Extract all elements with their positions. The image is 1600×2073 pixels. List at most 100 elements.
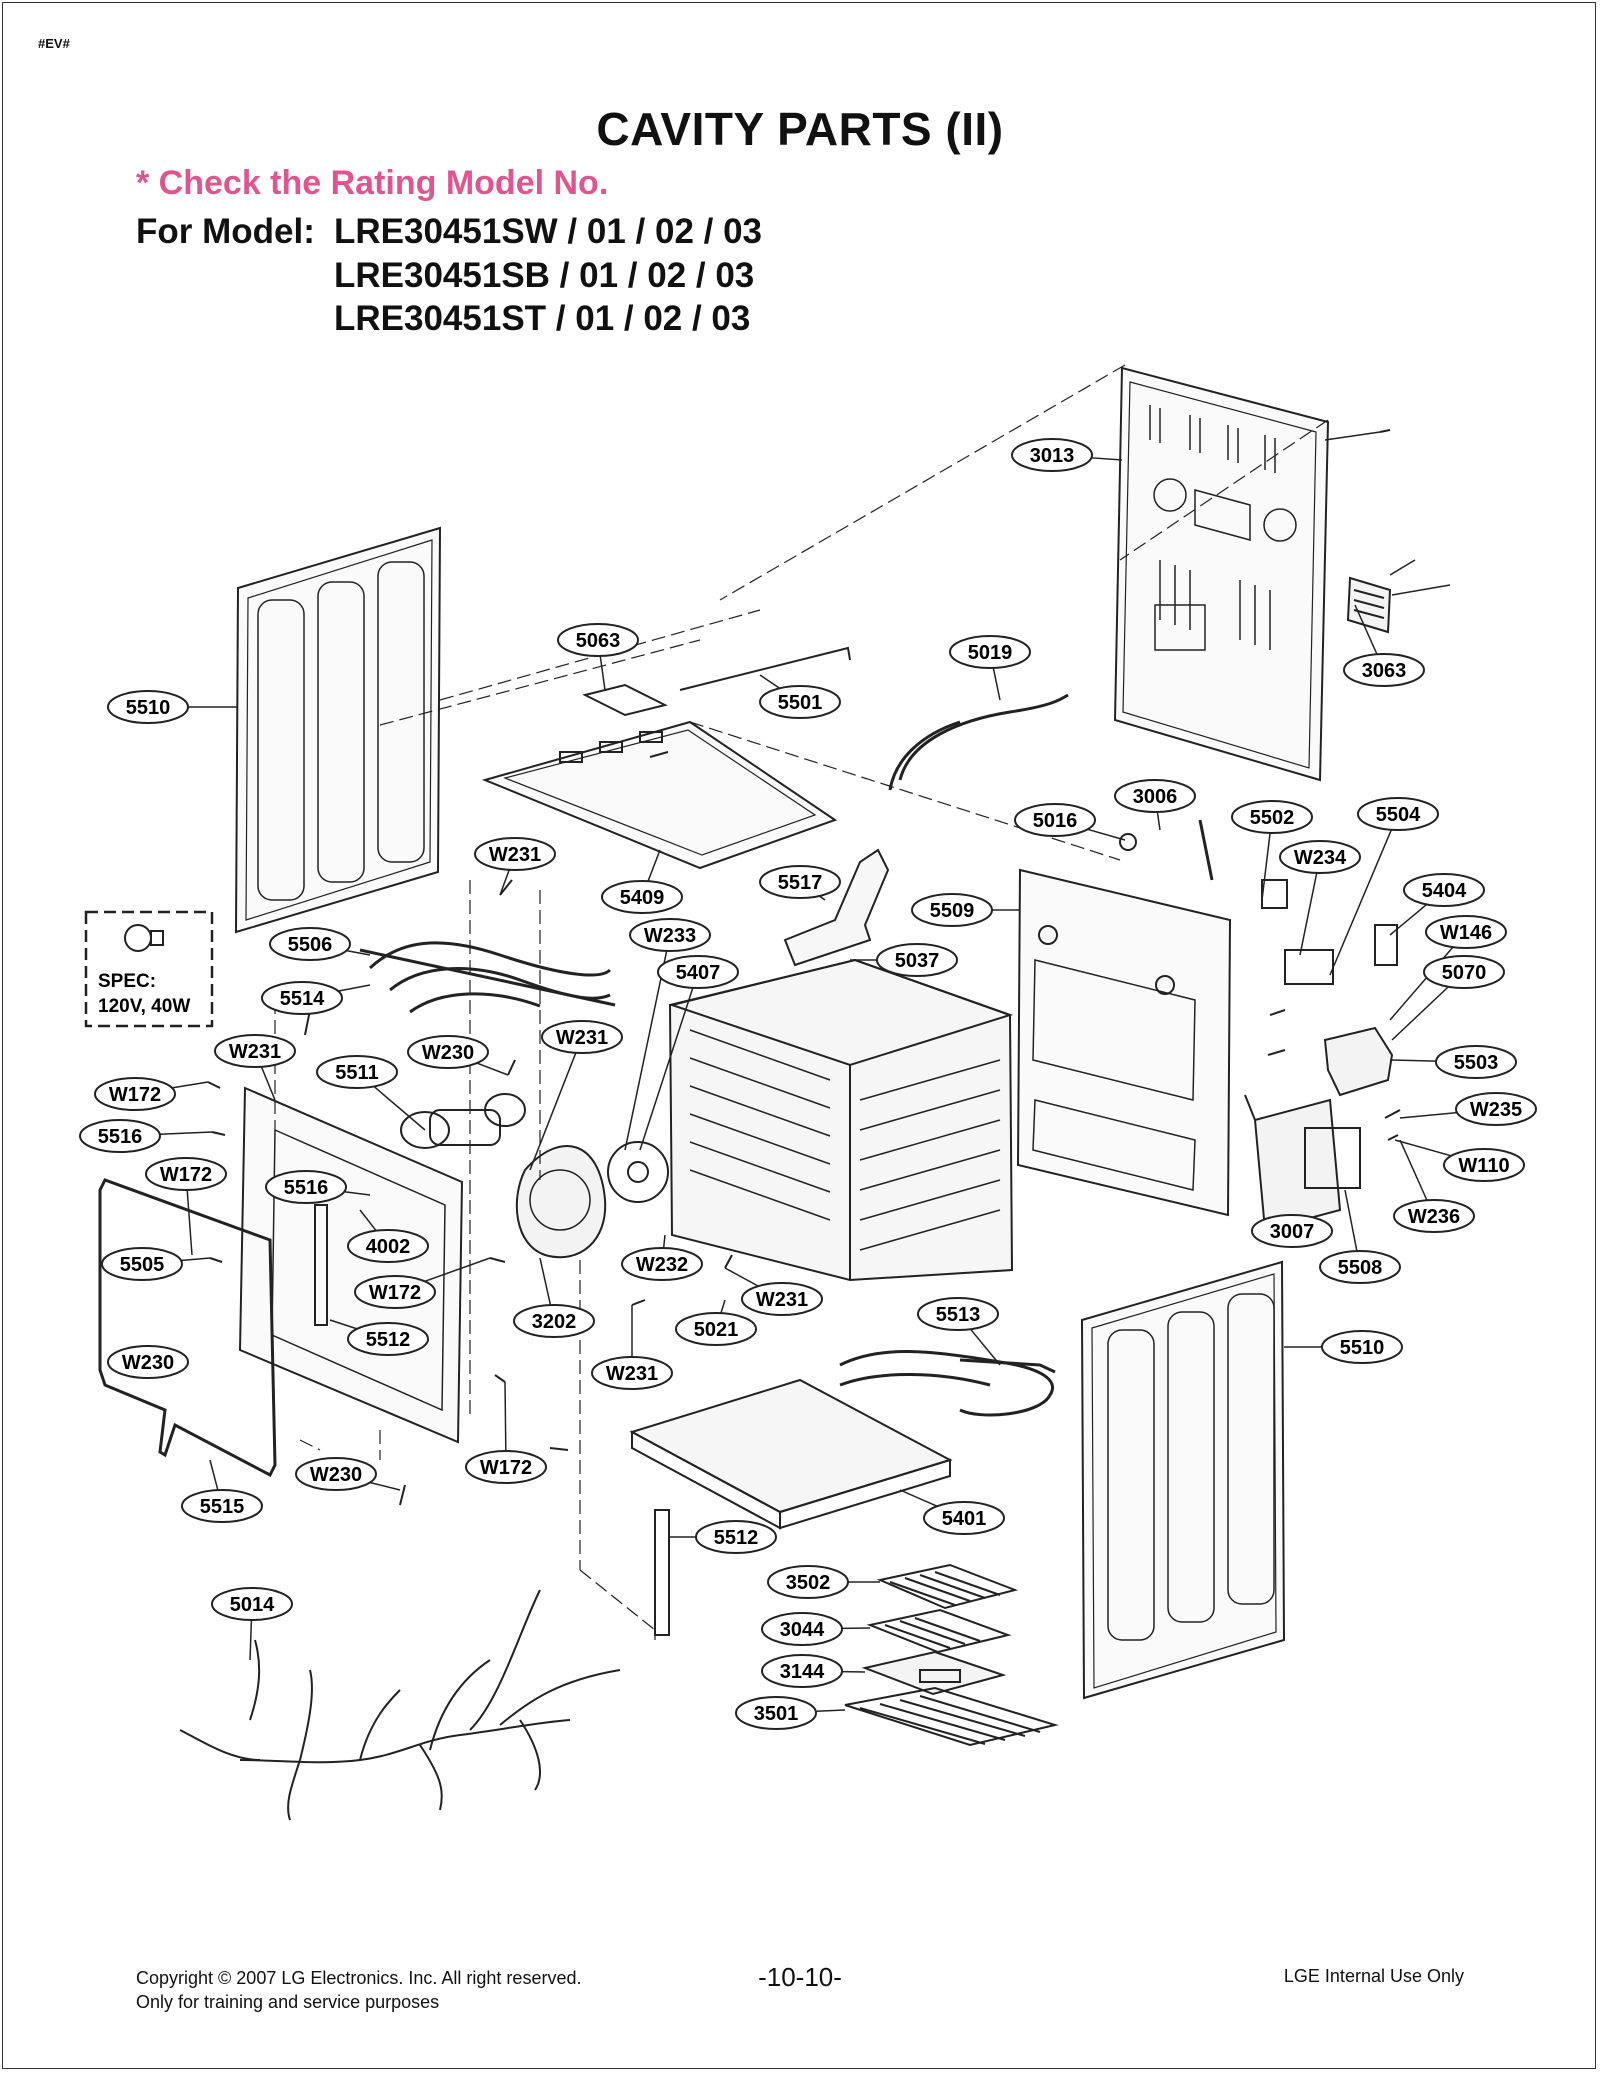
spec-label: SPEC: [98, 971, 156, 992]
callout-oval [474, 837, 556, 871]
part-callout-5509: 5509 [911, 893, 993, 927]
callout-leader [1156, 811, 1161, 831]
part-callout-5070: 5070 [1423, 955, 1505, 989]
callout-label: 5401 [942, 1508, 987, 1530]
callout-leader [180, 1257, 211, 1262]
callout-label: 5016 [1033, 810, 1078, 832]
callout-label: W146 [1440, 922, 1492, 944]
callout-label: 5409 [620, 887, 665, 909]
part-callout-5037: 5037 [876, 943, 958, 977]
part-callout-w230: W230 [107, 1345, 189, 1379]
callout-oval [657, 955, 739, 989]
callout-label: 5514 [280, 988, 325, 1010]
callout-leader [171, 1081, 209, 1089]
callout-label: 5510 [126, 697, 171, 719]
fan-housing-part-3202 [515, 1145, 607, 1259]
model-label: For Model: [136, 212, 315, 251]
callout-label: 5512 [714, 1527, 759, 1549]
callout-oval [629, 918, 711, 952]
bottom-pan-part-5401 [629, 1378, 953, 1530]
callout-leader [1399, 1111, 1458, 1119]
check-rating-note: * Check the Rating Model No. [136, 164, 609, 202]
callout-oval [101, 1247, 183, 1281]
part-callout-w172: W172 [145, 1157, 227, 1191]
part-callout-w146: W146 [1425, 915, 1507, 949]
model-line-sw: LRE30451SW / 01 / 02 / 03 [334, 212, 763, 251]
callout-label: 5503 [1454, 1052, 1499, 1074]
copyright-text: Copyright © 2007 LG Electronics. Inc. Al… [136, 1968, 582, 1988]
callout-oval [79, 1119, 161, 1153]
callout-label: 3202 [532, 1311, 577, 1333]
door-lock-part-5503 [1323, 1026, 1394, 1097]
callout-oval [1393, 1199, 1475, 1233]
callout-oval [1251, 1214, 1333, 1248]
callout-oval [181, 1489, 263, 1523]
callout-oval [295, 1457, 377, 1491]
callout-leader [424, 1257, 491, 1283]
part-callout-5016: 5016 [1014, 803, 1096, 837]
callout-oval [1423, 955, 1505, 989]
lock-mechanism-part-3007 [1253, 1098, 1342, 1232]
callout-leader [1329, 829, 1393, 976]
part-callout-5014: 5014 [211, 1587, 293, 1621]
part-callout-w172: W172 [354, 1275, 436, 1309]
part-callout-w231: W231 [741, 1282, 823, 1316]
callout-leader [720, 1299, 726, 1314]
callout-label: W172 [109, 1084, 161, 1106]
part-callout-3501: 3501 [735, 1696, 817, 1730]
callout-leader [1389, 1059, 1437, 1062]
callout-leader [599, 655, 606, 691]
callout-leader [359, 1209, 377, 1232]
callout-oval [541, 1020, 623, 1054]
callout-leader [1391, 986, 1449, 1041]
callout-oval [761, 1654, 843, 1688]
part-callout-w231: W231 [541, 1020, 623, 1054]
callout-label: W233 [644, 925, 696, 947]
oven-cavity [668, 958, 1014, 1282]
callout-oval [1319, 1250, 1401, 1284]
callout-oval [1455, 1092, 1537, 1126]
callout-label: W172 [369, 1282, 421, 1304]
part-callout-3144: 3144 [761, 1654, 843, 1688]
callout-oval [1279, 840, 1361, 874]
part-callout-3006: 3006 [1114, 779, 1196, 813]
callout-label: 5504 [1376, 804, 1421, 826]
callout-oval [735, 1696, 817, 1730]
callout-oval [261, 981, 343, 1015]
callout-oval [767, 1565, 849, 1599]
callout-oval [407, 1035, 489, 1069]
part-callout-w172: W172 [94, 1077, 176, 1111]
callout-label: 5505 [120, 1254, 165, 1276]
callout-leader [539, 1257, 552, 1306]
callout-leader [1344, 1189, 1358, 1252]
part-callout-5501: 5501 [759, 685, 841, 719]
footer-left: Copyright © 2007 LG Electronics. Inc. Al… [136, 1966, 581, 2014]
callout-oval [347, 1322, 429, 1356]
part-callout-3202: 3202 [513, 1304, 595, 1338]
part-callout-5019: 5019 [949, 635, 1031, 669]
callout-leader [159, 1131, 213, 1136]
convection-motor-part-5511 [400, 1093, 526, 1149]
bake-element-part-5513 [839, 1350, 1056, 1417]
part-callout-5063: 5063 [557, 623, 639, 657]
callout-oval [1443, 1148, 1525, 1182]
callout-label: 5517 [778, 872, 823, 894]
callout-leader [344, 1191, 371, 1196]
callout-leader [337, 984, 371, 992]
callout-label: 3502 [786, 1572, 831, 1594]
part-callout-w110: W110 [1443, 1148, 1525, 1182]
callout-leader [969, 1328, 1001, 1366]
rack-part-3044 [866, 1608, 1012, 1654]
part-callout-3502: 3502 [767, 1565, 849, 1599]
callout-leader [647, 849, 661, 882]
callout-oval [1357, 797, 1439, 831]
part-callout-5516: 5516 [265, 1170, 347, 1204]
training-text: Only for training and service purposes [136, 1992, 440, 2012]
side-panel-right-part-5510 [1080, 1260, 1286, 1700]
page-title: CAVITY PARTS (II) [596, 103, 1004, 155]
part-callout-w236: W236 [1393, 1199, 1475, 1233]
callout-label: 5506 [288, 934, 333, 956]
part-callout-w233: W233 [629, 918, 711, 952]
callout-oval [557, 623, 639, 657]
callout-label: 5511 [335, 1062, 378, 1084]
